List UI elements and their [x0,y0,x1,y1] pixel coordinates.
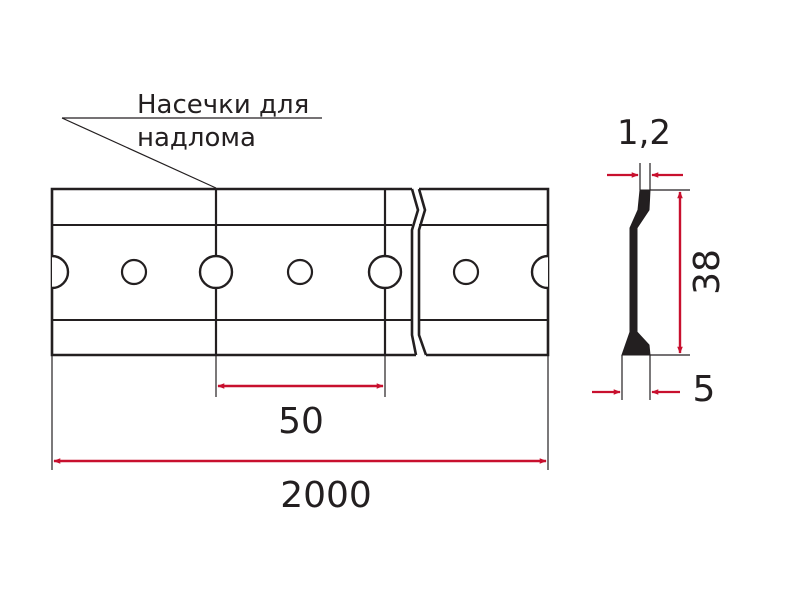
dim-height: 38 [677,191,728,354]
dim-thickness-label: 1,2 [617,113,671,153]
callout-leader-diagonal [61,117,217,189]
dim-length-label: 2000 [280,475,372,516]
strip-outline-right [419,187,550,357]
dim-pitch: 50 [215,355,386,442]
side-profile [621,163,690,400]
hole-large-2 [367,254,403,290]
dim-pitch-label: 50 [278,401,324,442]
hole-small-3 [452,258,480,286]
break-line-left [410,188,420,356]
perforated-strip [50,187,550,357]
dim-length: 2000 [51,355,549,516]
edge-notch-right [530,254,549,290]
callout-line1: Насечки для [137,90,309,120]
callout-line2: надлома [137,123,256,153]
hole-large-1 [198,254,234,290]
break-line-right [417,188,428,356]
dim-flange-label: 5 [693,369,716,410]
strip-outline-left [50,187,416,357]
dim-height-label: 38 [687,249,728,295]
dim-flange: 5 [592,369,715,410]
dim-thickness: 1,2 [607,113,683,178]
hole-small-2 [286,258,314,286]
profile-section [621,189,651,356]
hole-small-1 [120,258,148,286]
notch-callout: Насечки для надлома [61,90,322,189]
edge-notch-left [51,254,70,290]
